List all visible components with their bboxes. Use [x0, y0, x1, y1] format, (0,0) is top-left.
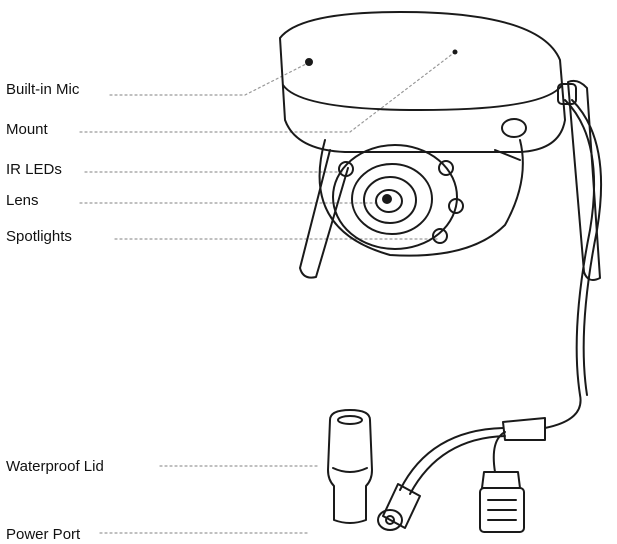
antenna-right-hinge — [557, 83, 577, 105]
housing-seam — [282, 84, 563, 111]
power-pin — [385, 515, 395, 525]
leader-mic — [109, 61, 311, 96]
cable-power-outer — [409, 435, 506, 495]
lid-top — [337, 415, 363, 425]
label-spotlights: Spotlights — [6, 228, 72, 245]
ir-led-left — [338, 161, 354, 177]
power-connector — [382, 483, 421, 529]
lens-center — [382, 194, 392, 204]
power-port — [377, 509, 403, 531]
label-built-in-mic: Built-in Mic — [6, 81, 80, 98]
spotlight — [432, 228, 448, 244]
cable-main-outer — [571, 99, 603, 396]
ir-led-top — [438, 160, 454, 176]
antenna-right — [567, 79, 601, 281]
ir-led-right — [448, 198, 464, 214]
cable-ethernet — [492, 431, 506, 473]
cable-main — [544, 99, 596, 429]
label-mount: Mount — [6, 121, 48, 138]
label-ir-leds: IR LEDs — [6, 161, 62, 178]
antenna-left — [299, 149, 349, 279]
leader-lines — [79, 51, 456, 534]
mount-dot — [452, 49, 458, 55]
mic-hole — [305, 58, 313, 66]
lens-dome — [318, 139, 524, 257]
lens-ring-outer — [332, 144, 458, 250]
lens-glass — [375, 189, 403, 213]
leader-mount — [79, 51, 456, 133]
lens-ring-inner — [363, 176, 417, 224]
cable-splitter — [502, 417, 546, 441]
ethernet-collar — [481, 471, 521, 489]
ethernet-connector — [479, 487, 525, 533]
lens-ring-mid — [351, 163, 433, 235]
ethernet-ribs — [487, 499, 517, 521]
camera-body — [279, 11, 566, 153]
label-lens: Lens — [6, 192, 39, 209]
waterproof-lid — [327, 409, 373, 524]
label-waterproof-lid: Waterproof Lid — [6, 458, 104, 475]
cable-power — [399, 427, 504, 491]
lid-groove — [332, 467, 368, 473]
mount-screw-hole — [501, 118, 527, 138]
